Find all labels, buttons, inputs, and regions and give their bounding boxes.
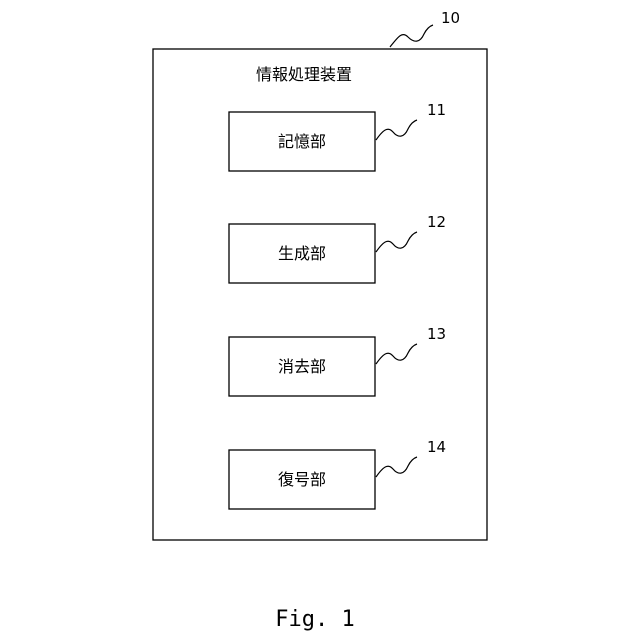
block-storage-unit-ref: 11 <box>427 101 446 119</box>
block-generation-unit-leader <box>376 232 417 252</box>
device-frame <box>153 49 487 540</box>
device-ref-number: 10 <box>441 9 460 27</box>
block-decoding-unit-label: 復号部 <box>278 470 326 489</box>
block-generation-unit-label: 生成部 <box>278 244 326 263</box>
block-erasure-unit-ref: 13 <box>427 325 446 343</box>
block-erasure-unit-label: 消去部 <box>278 357 326 376</box>
device-title: 情報処理装置 <box>256 65 352 84</box>
block-erasure-unit-leader <box>376 344 417 364</box>
block-storage-unit-leader <box>376 120 417 140</box>
block-storage-unit-label: 記憶部 <box>278 132 326 151</box>
figure-caption: Fig. 1 <box>275 607 354 632</box>
device-ref-leader <box>390 25 433 47</box>
block-decoding-unit-leader <box>376 457 417 477</box>
block-decoding-unit-ref: 14 <box>427 438 446 456</box>
block-generation-unit-ref: 12 <box>427 213 446 231</box>
